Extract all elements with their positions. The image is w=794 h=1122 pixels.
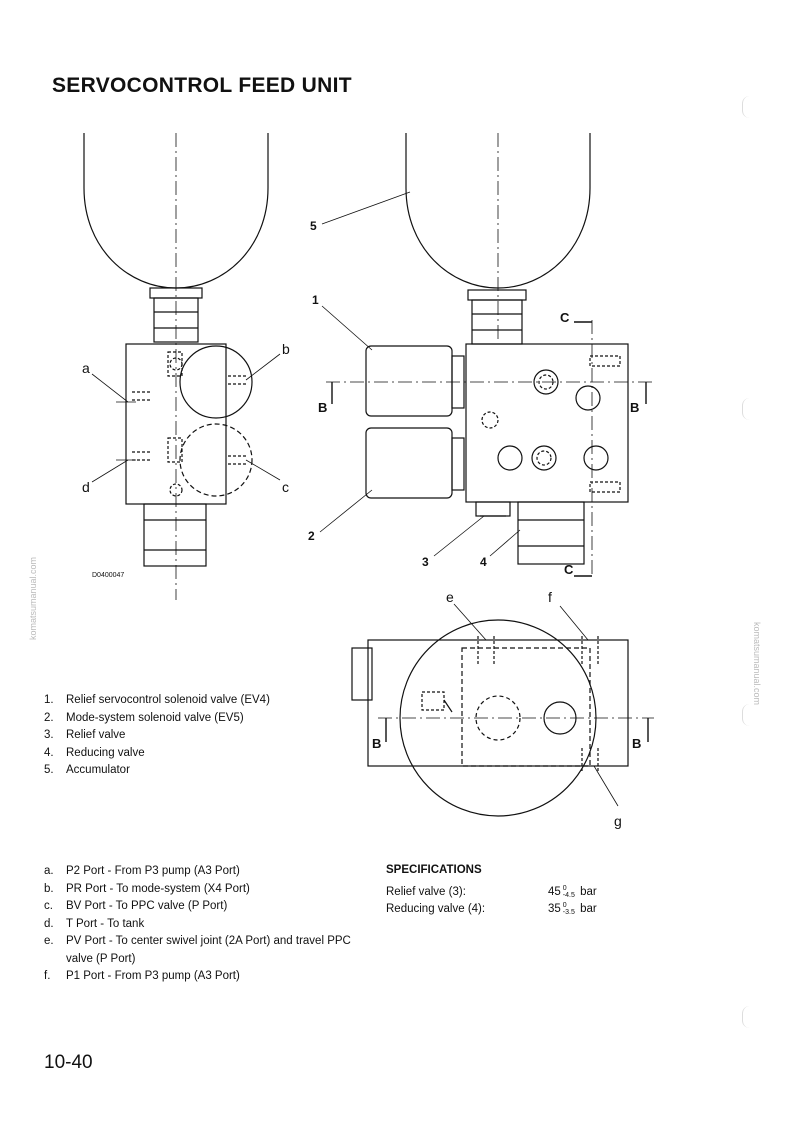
figure-code: D0400047 [92,572,125,579]
page-title: SERVOCONTROL FEED UNIT [52,74,352,97]
label-2: 2 [308,529,315,543]
list-item: d.T Port - To tank [44,917,145,930]
port-list: a.P2 Port - From P3 pump (A3 Port) b.PR … [44,863,366,986]
label-a: a [82,360,90,376]
list-item: f.P1 Port - From P3 pump (A3 Port) [44,970,240,982]
list-item: 2.Mode-system solenoid valve (EV5) [44,711,244,724]
section-b-left: B [318,400,327,415]
section-b-right: B [630,400,639,415]
punch-hole-mark [742,96,757,118]
label-e: e [446,589,454,605]
punch-hole-mark [742,704,757,726]
punch-hole-mark [742,398,757,420]
list-item: a.P2 Port - From P3 pump (A3 Port) [44,865,240,877]
section-view [351,603,654,817]
label-b: b [282,341,290,357]
list-item: 1.Relief servocontrol solenoid valve (EV… [44,694,270,706]
section-b-right-2: B [632,736,641,751]
label-4: 4 [480,555,487,569]
section-b-left-2: B [372,736,381,751]
tolerance: 0-3.5 [562,901,575,916]
watermark-left: komatsumanual.com [28,556,38,640]
label-d: d [82,479,90,495]
section-c-bottom: C [564,562,574,577]
list-item: 4.Reducing valve [44,746,145,759]
list-item: 5.Accumulator [44,764,130,776]
list-item: e.PV Port - To center swivel joint (2A P… [44,935,351,965]
label-g: g [614,813,622,829]
component-legend: 1.Relief servocontrol solenoid valve (EV… [44,692,270,780]
left-view [83,133,281,600]
list-item: 3.Relief valve [44,729,126,741]
tolerance: 0-4.5 [562,884,575,899]
label-c: c [282,479,289,495]
list-item: c.BV Port - To PPC valve (P Port) [44,900,228,912]
specifications-heading: SPECIFICATIONS [386,864,482,876]
label-3: 3 [422,555,429,569]
label-f: f [548,589,552,605]
list-item: b.PR Port - To mode-system (X4 Port) [44,882,250,895]
label-1: 1 [312,293,319,307]
section-c-top: C [560,310,570,325]
page-number: 10-40 [44,1052,93,1073]
watermark-right: komatsumanual.com [752,622,762,706]
label-5: 5 [310,219,317,233]
punch-hole-mark [742,1006,757,1028]
right-view [319,133,652,578]
